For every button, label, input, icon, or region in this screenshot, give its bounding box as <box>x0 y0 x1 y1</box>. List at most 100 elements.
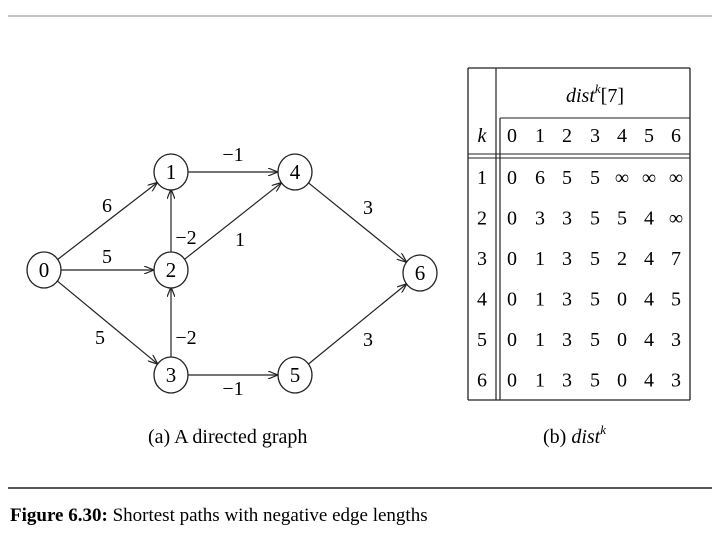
graph-caption: (a) A directed graph <box>148 426 307 448</box>
node-label-0: 0 <box>39 258 50 282</box>
table-cell: 3 <box>535 208 545 230</box>
table-cell: 5 <box>590 370 600 392</box>
edge-label-3-2: −2 <box>175 327 196 349</box>
node-label-6: 6 <box>415 261 426 285</box>
table-cell: 3 <box>671 370 681 392</box>
edge-label-2-4: 1 <box>235 229 245 251</box>
column-header-5: 5 <box>644 125 654 147</box>
table-cell: 1 <box>535 289 545 311</box>
edge-label-5-6: 3 <box>363 329 373 351</box>
table-cell: 0 <box>507 167 517 189</box>
table-cell: 3 <box>562 329 572 351</box>
table-cell: ∞ <box>642 167 656 189</box>
edge-0-3 <box>56 280 157 364</box>
table-cell: 0 <box>507 208 517 230</box>
node-label-4: 4 <box>290 160 301 184</box>
table-cell: 4 <box>644 248 654 270</box>
row-k: 4 <box>477 289 487 311</box>
column-header-2: 2 <box>562 125 572 147</box>
column-header-3: 3 <box>590 125 600 147</box>
table-cell: 3 <box>562 248 572 270</box>
table-cell: 4 <box>644 208 654 230</box>
node-label-5: 5 <box>290 363 301 387</box>
row-k: 6 <box>477 370 487 392</box>
edge-label-2-1: −2 <box>175 227 196 249</box>
directed-graph: 6 5 5 −1 −2 1 −2 −1 3 3 0 1 2 3 4 5 6 <box>26 144 438 400</box>
table-cell: 6 <box>535 167 545 189</box>
edge-label-0-2: 5 <box>102 246 112 268</box>
figure-caption: Figure 6.30: Shortest paths with negativ… <box>10 505 428 526</box>
node-label-3: 3 <box>166 363 177 387</box>
table-cell: 3 <box>562 289 572 311</box>
edge-5-6 <box>307 284 406 365</box>
table-cell: 3 <box>562 370 572 392</box>
edge-label-3-5: −1 <box>222 378 243 400</box>
table-cell: 0 <box>617 370 627 392</box>
table-cell: 4 <box>644 329 654 351</box>
row-k: 1 <box>477 167 487 189</box>
table-cell: 5 <box>590 289 600 311</box>
edge-label-1-4: −1 <box>222 144 243 166</box>
edge-0-1 <box>57 183 156 261</box>
table-cell: 0 <box>507 370 517 392</box>
node-2 <box>153 251 189 289</box>
edge-label-0-1: 6 <box>102 195 112 217</box>
table-cell: 0 <box>617 289 627 311</box>
table-cell: ∞ <box>669 167 683 189</box>
k-header: k <box>478 125 488 147</box>
column-header-6: 6 <box>671 125 681 147</box>
column-header-4: 4 <box>617 125 627 147</box>
row-k: 5 <box>477 329 487 351</box>
table-cell: 5 <box>590 167 600 189</box>
row-k: 2 <box>477 208 487 230</box>
table-cell: 4 <box>644 289 654 311</box>
table-cell: 1 <box>535 248 545 270</box>
table-caption: (b) distk <box>543 422 606 449</box>
table-title: distk[7] <box>566 81 624 108</box>
table-cell: 5 <box>617 208 627 230</box>
table-cell: ∞ <box>669 208 683 230</box>
edge-2-4 <box>183 183 281 260</box>
table-cell: 0 <box>617 329 627 351</box>
node-1 <box>153 153 189 191</box>
column-header-0: 0 <box>507 125 517 147</box>
row-k: 3 <box>477 248 487 270</box>
node-0 <box>26 251 62 289</box>
table-cell: 3 <box>562 208 572 230</box>
table-cell: ∞ <box>615 167 629 189</box>
table-cell: 0 <box>507 289 517 311</box>
node-label-2: 2 <box>166 258 177 282</box>
table-cell: 5 <box>562 167 572 189</box>
table-cell: 1 <box>535 370 545 392</box>
table-cell: 0 <box>507 248 517 270</box>
node-6 <box>402 254 438 292</box>
table-cell: 4 <box>644 370 654 392</box>
table-cell: 5 <box>590 329 600 351</box>
table-cell: 2 <box>617 248 627 270</box>
table-cell: 5 <box>590 248 600 270</box>
node-4 <box>277 153 313 191</box>
node-3 <box>153 356 189 394</box>
node-label-1: 1 <box>166 160 177 184</box>
table-cell: 7 <box>671 248 681 270</box>
node-5 <box>277 356 313 394</box>
edge-4-6 <box>307 182 406 262</box>
table-cell: 0 <box>507 329 517 351</box>
edge-label-4-6: 3 <box>363 197 373 219</box>
edge-label-0-3: 5 <box>95 327 105 349</box>
column-header-1: 1 <box>535 125 545 147</box>
table-cell: 5 <box>671 289 681 311</box>
table-cell: 1 <box>535 329 545 351</box>
table-cell: 5 <box>590 208 600 230</box>
table-cell: 3 <box>671 329 681 351</box>
